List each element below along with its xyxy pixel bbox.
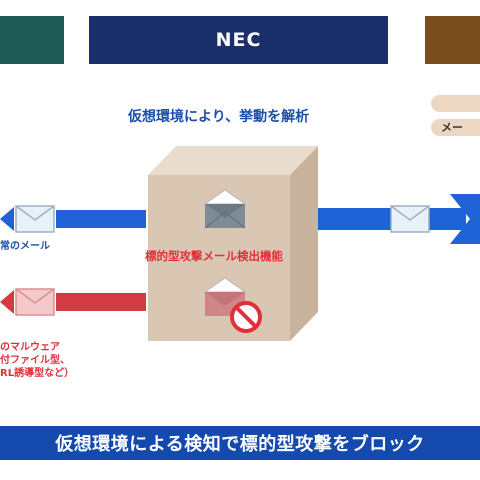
box-top-face <box>148 146 318 175</box>
banner-text: 仮想環境による検知で標的型攻撃をブロック <box>55 434 425 455</box>
malware-mail-flow-in <box>0 290 146 314</box>
box-side-face <box>290 146 318 341</box>
mail-envelope-left-icon <box>15 205 55 233</box>
blue-shaft-in <box>56 210 146 228</box>
blue-arrowhead-left <box>0 207 14 231</box>
legend-pill-2-label: メー <box>441 121 463 134</box>
header-block-nec: NEC <box>89 16 388 64</box>
malware-label-line-2: 付ファイル型、 <box>0 355 70 366</box>
blue-arrowhead-right <box>450 194 480 244</box>
open-mail-envelope-icon <box>203 189 247 229</box>
malware-label-line-1: のマルウェア <box>0 342 60 353</box>
detection-function-label: 標的型攻撃メール検出機能 <box>145 249 283 263</box>
red-shaft-in <box>56 293 146 311</box>
header-block-right <box>425 16 480 64</box>
bottom-banner: 仮想環境による検知で標的型攻撃をブロック <box>0 426 480 460</box>
mail-envelope-right-icon <box>390 205 430 233</box>
header-nec-label: NEC <box>215 29 262 51</box>
normal-mail-label: 常のメール <box>0 241 50 252</box>
malware-label-line-3: RL誘導型など） <box>0 368 75 379</box>
legend-pill-2: メー <box>431 119 480 136</box>
malware-envelope-left-icon <box>15 288 55 316</box>
block-prohibited-icon <box>230 301 262 333</box>
analysis-caption: 仮想環境により、挙動を解析 <box>128 109 310 125</box>
normal-mail-flow-in <box>0 207 146 231</box>
red-arrowhead-left <box>0 290 14 314</box>
legend-pill-1 <box>431 95 480 112</box>
header-block-left <box>0 16 64 64</box>
analysis-box <box>148 146 318 341</box>
